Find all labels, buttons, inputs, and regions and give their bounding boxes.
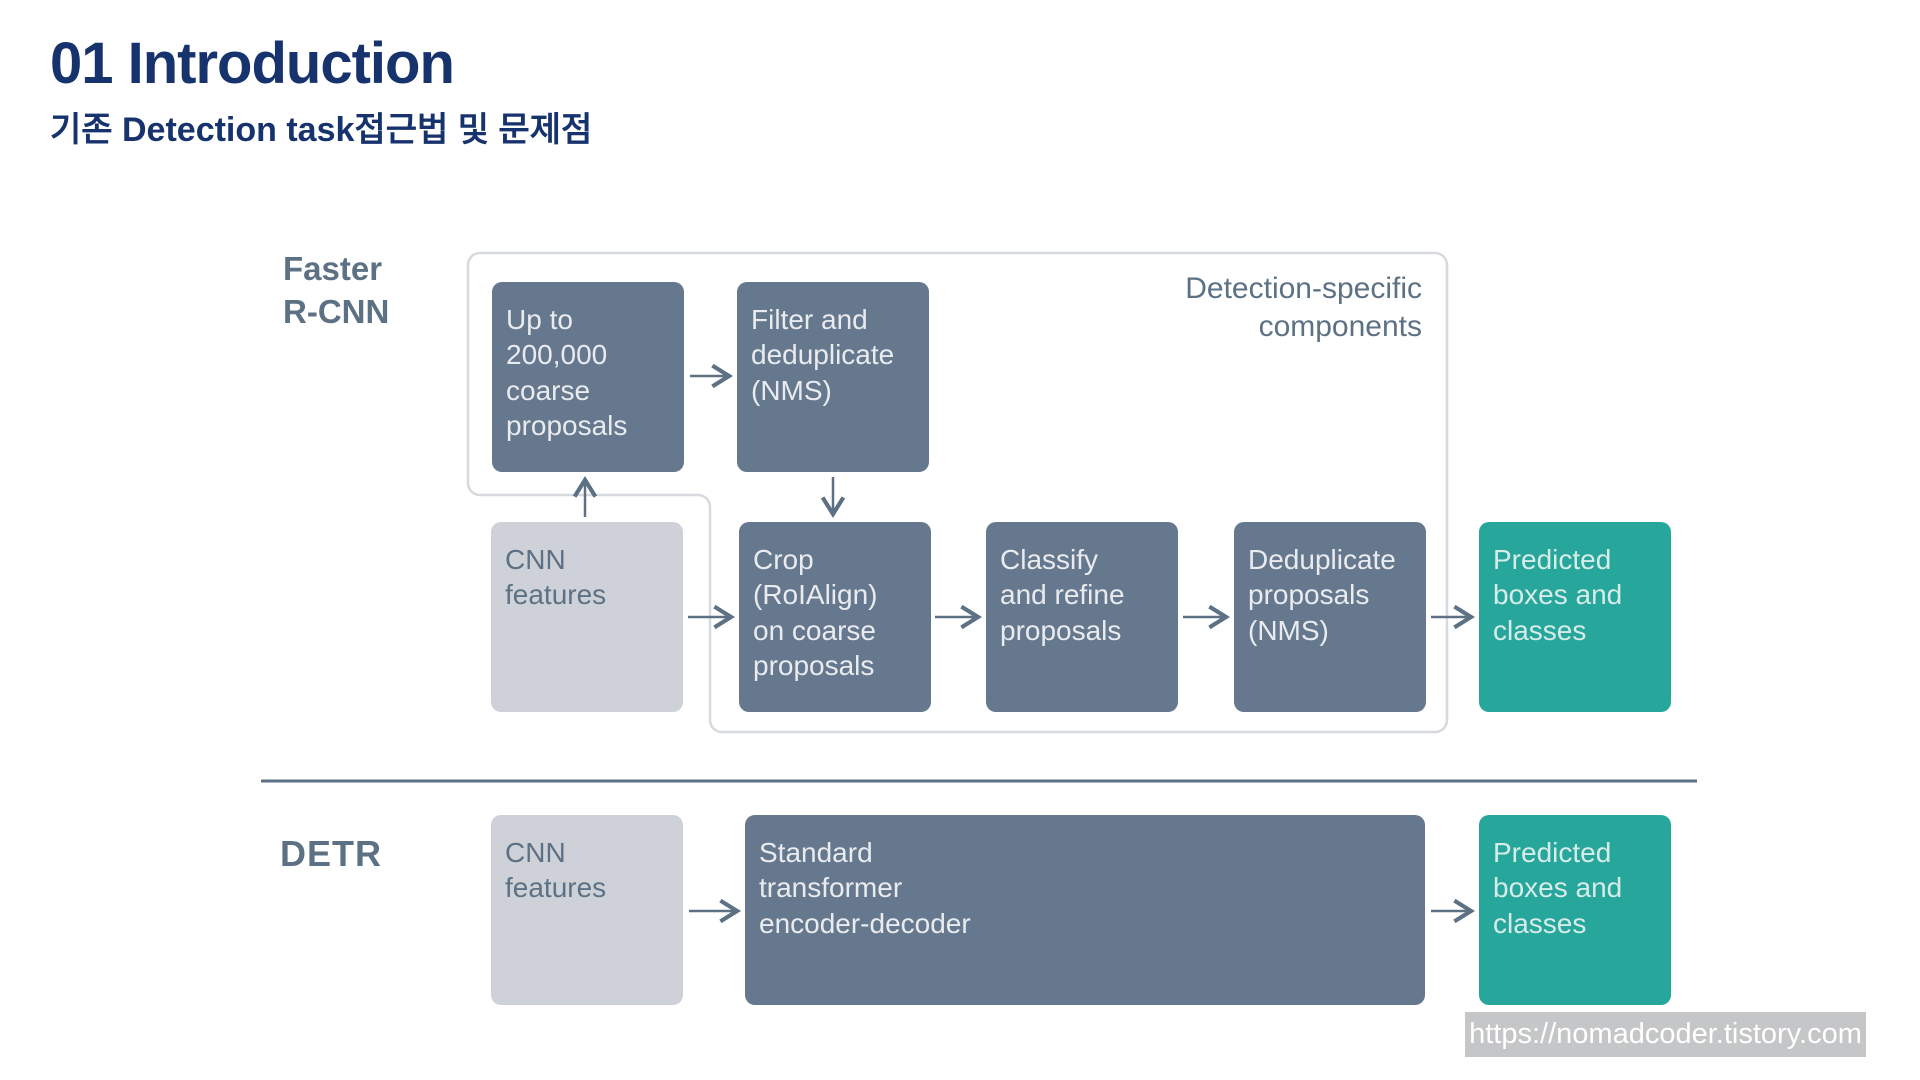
box-transformer-encoder-decoder: Standard transformer encoder-decoder [745,815,1425,1005]
faster-rcnn-label: Faster R-CNN [283,250,390,330]
box-predicted-faster-rcnn: Predicted boxes and classes [1479,522,1671,712]
detection-components-outline [466,251,1449,734]
box-deduplicate-proposals: Deduplicate proposals (NMS) [1234,522,1426,712]
page-subtitle: 기존 Detection task접근법 및 문제점 [50,111,593,149]
detr-label: DETR [280,833,382,874]
box-coarse-proposals: Up to 200,000 coarse proposals [492,282,684,472]
box-predicted-detr: Predicted boxes and classes [1479,815,1671,1005]
box-cnn-features-faster-rcnn: CNN features [491,522,683,712]
box-cnn-features-detr: CNN features [491,815,683,1005]
page-title: 01 Introduction [50,31,455,96]
box-classify-refine: Classify and refine proposals [986,522,1178,712]
box-filter-deduplicate: Filter and deduplicate (NMS) [737,282,929,472]
watermark-url: https://nomadcoder.tistory.com [1465,1012,1866,1057]
box-crop-roialign: Crop (RoIAlign) on coarse proposals [739,522,931,712]
detection-specific-label: Detection-specific components [1185,272,1422,344]
